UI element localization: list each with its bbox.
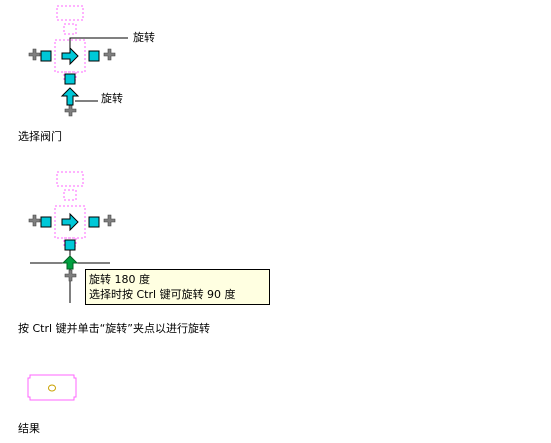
tooltip-line-1: 旋转 180 度 — [89, 273, 150, 286]
plus-grip-icon[interactable] — [103, 214, 116, 227]
square-grip-icon[interactable] — [88, 216, 100, 228]
valve-outline-2 — [54, 171, 86, 247]
rotate-tooltip: 旋转 180 度 选择时按 Ctrl 键可旋转 90 度 — [85, 269, 270, 305]
square-grip-icon[interactable] — [40, 50, 52, 62]
caption-figure-3: 结果 — [18, 422, 40, 435]
callout-lines-1 — [69, 37, 128, 102]
valve-center-circle — [48, 384, 56, 392]
square-grip-icon[interactable] — [88, 50, 100, 62]
caption-figure-2: 按 Ctrl 键并单击“旋转”夹点以进行旋转 — [18, 322, 210, 335]
square-grip-icon[interactable] — [40, 216, 52, 228]
caption-figure-1: 选择阀门 — [18, 130, 62, 143]
arrow-right-grip-icon[interactable] — [61, 212, 79, 232]
plus-grip-icon[interactable] — [28, 214, 41, 227]
plus-grip-icon[interactable] — [28, 48, 41, 61]
valve-symbol-icon — [27, 374, 77, 401]
tooltip-line-2: 选择时按 Ctrl 键可旋转 90 度 — [89, 288, 236, 301]
arrow-up-grip-active-icon[interactable] — [61, 255, 79, 270]
arrow-right-grip-icon[interactable] — [61, 46, 79, 66]
plus-grip-icon[interactable] — [64, 269, 77, 282]
plus-grip-icon[interactable] — [103, 48, 116, 61]
callout-label-bottom: 旋转 — [101, 92, 123, 105]
callout-label-top: 旋转 — [133, 31, 155, 44]
arrow-up-grip-icon[interactable] — [60, 87, 80, 106]
square-grip-icon[interactable] — [64, 73, 76, 85]
